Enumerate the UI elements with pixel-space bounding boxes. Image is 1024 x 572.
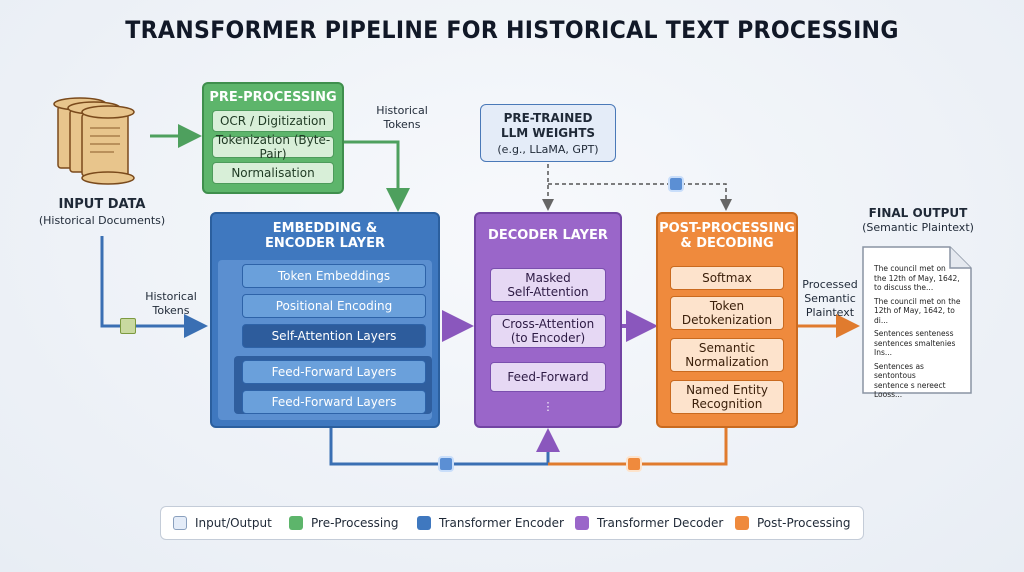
decoder-ellipsis: ⋮: [542, 400, 554, 413]
encoder-item: Token Embeddings: [242, 264, 426, 288]
legend-swatch: [289, 516, 303, 530]
decoder-box: DECODER LAYER Masked Self-Attention Cros…: [474, 212, 622, 428]
decoder-item: Feed-Forward: [490, 362, 606, 392]
encoder-feedback-icon: [438, 456, 454, 472]
output-text-line: sentences smaltenies Ins...: [874, 338, 956, 358]
post-header-line2: & DECODING: [680, 236, 774, 251]
decoder-item: Masked Self-Attention: [490, 268, 606, 302]
legend-label: Input/Output: [195, 516, 272, 530]
encoder-item: Positional Encoding: [242, 294, 426, 318]
weights-line2: LLM WEIGHTS: [500, 126, 596, 140]
weights-line1: PRE-TRAINED: [503, 111, 593, 125]
arrow-pre-to-encoder: [344, 140, 410, 212]
encoder-item: Feed-Forward Layers: [242, 360, 426, 384]
post-header-line1: POST-PROCESSING: [659, 221, 795, 236]
preprocessing-header: PRE-PROCESSING: [209, 90, 337, 105]
input-subtitle: (Historical Documents): [38, 214, 166, 227]
output-title: FINAL OUTPUT: [868, 206, 968, 220]
output-text-line: 12th of May, 1642, to di...: [874, 306, 955, 325]
legend-swatch: [575, 516, 589, 530]
output-text-line: sentence s nereect Looss...: [874, 380, 946, 400]
preprocessing-item: Tokenization (Byte-Pair): [212, 133, 334, 161]
preprocessing-box: PRE-PROCESSING OCR / Digitization Tokeni…: [202, 82, 344, 194]
output-text-line: The council met on: [874, 264, 946, 273]
post-item: Token Detokenization: [670, 296, 784, 330]
legend-swatch: [735, 516, 749, 530]
output-text-line: The council met on the: [874, 296, 961, 306]
tokens-label-top: Historical Tokens: [376, 104, 428, 131]
decoder-item: Cross-Attention (to Encoder): [490, 314, 606, 348]
output-text-line: the 12th of May, 1642,: [874, 273, 960, 283]
output-text-line: Sentences senteness: [874, 329, 954, 338]
decoder-header: DECODER LAYER: [488, 228, 608, 243]
page-title: TRANSFORMER PIPELINE FOR HISTORICAL TEXT…: [125, 16, 899, 44]
post-item: Semantic Normalization: [670, 338, 784, 372]
legend-label: Transformer Decoder: [597, 516, 724, 530]
post-item: Named Entity Recognition: [670, 380, 784, 414]
preprocessing-item: OCR / Digitization: [212, 110, 334, 132]
processed-label: Processed Semantic Plaintext: [802, 278, 858, 319]
legend-swatch: [417, 516, 431, 530]
encoder-header-line2: ENCODER LAYER: [265, 236, 385, 251]
legend-item: Transformer Encoder: [417, 516, 564, 530]
legend-item: Post-Processing: [735, 516, 851, 530]
arrow-input-to-encoder: [100, 236, 208, 338]
document-icon: [862, 246, 972, 394]
legend-label: Post-Processing: [757, 516, 851, 530]
post-item: Softmax: [670, 266, 784, 290]
legend-swatch: [173, 516, 187, 530]
encoder-header-line1: EMBEDDING &: [272, 221, 378, 236]
legend-label: Transformer Encoder: [439, 516, 564, 530]
legend-item: Transformer Decoder: [575, 516, 723, 530]
legend-label: Pre-Processing: [311, 516, 399, 530]
arrow-weights-to-post: [548, 183, 732, 211]
scrolls-icon: [53, 97, 135, 185]
legend-item: Input/Output: [173, 516, 272, 530]
arrow-post-feedback: [548, 428, 728, 466]
output-text-line: to discuss the...: [874, 283, 934, 292]
encoder-item: Feed-Forward Layers: [242, 390, 426, 414]
output-text-line: Sentences as sentontous: [874, 361, 924, 381]
input-title: INPUT DATA: [58, 197, 146, 212]
weights-flow-icon: [668, 176, 684, 192]
output-subtitle: (Semantic Plaintext): [862, 221, 974, 234]
encoder-item: Self-Attention Layers: [242, 324, 426, 348]
preprocessing-item: Normalisation: [212, 162, 334, 184]
token-icon: [120, 318, 136, 334]
legend: Input/Output Pre-Processing Transformer …: [160, 506, 864, 540]
legend-item: Pre-Processing: [289, 516, 399, 530]
post-feedback-icon: [626, 456, 642, 472]
weights-line3: (e.g., LLaMA, GPT): [497, 143, 599, 156]
pretrained-weights-box: PRE-TRAINED LLM WEIGHTS (e.g., LLaMA, GP…: [480, 104, 616, 162]
tokens-label-left: Historical Tokens: [145, 290, 197, 317]
encoder-box: EMBEDDING & ENCODER LAYER Token Embeddin…: [210, 212, 440, 428]
postprocessing-box: POST-PROCESSING & DECODING Softmax Token…: [656, 212, 798, 428]
